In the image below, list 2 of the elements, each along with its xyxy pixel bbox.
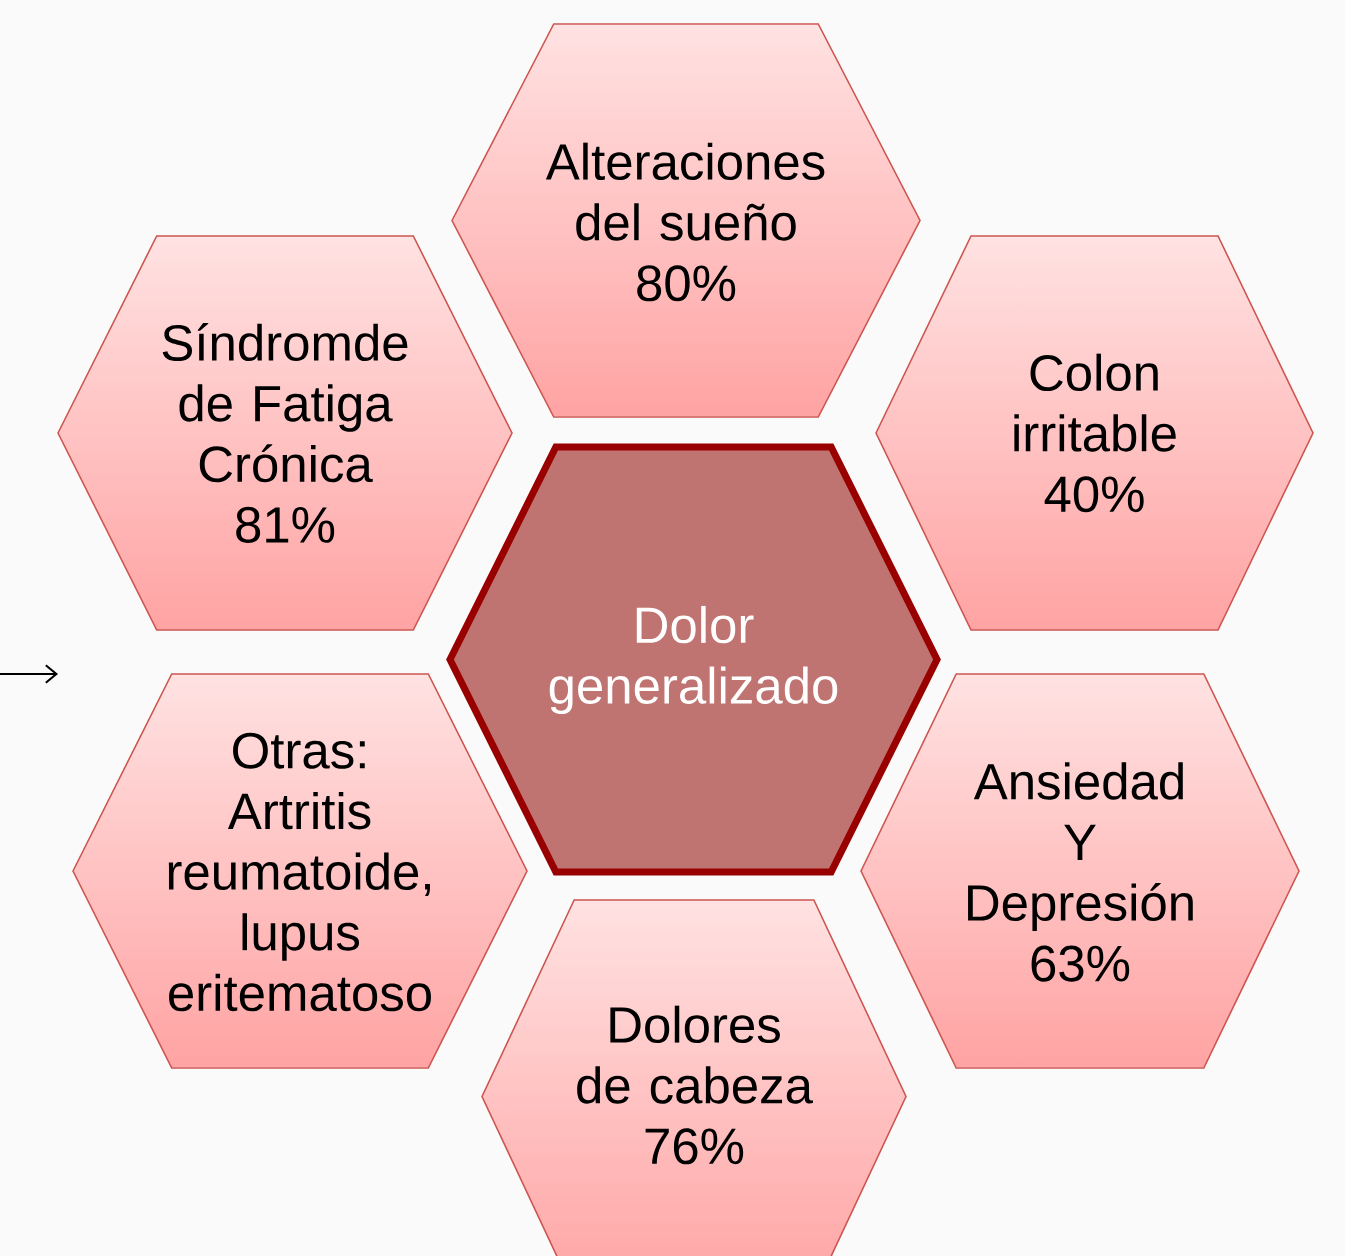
hexagon: Dolores de cabeza 76% — [481, 899, 907, 1256]
hexagon: Dolor generalizado — [446, 443, 941, 876]
